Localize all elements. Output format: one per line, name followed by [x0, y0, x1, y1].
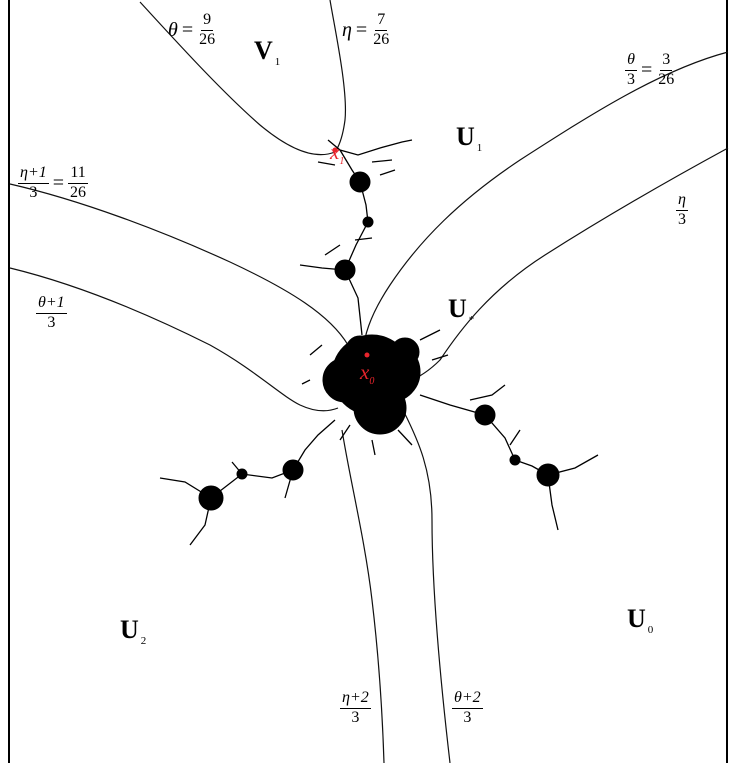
fraction-3-26: 3 26: [656, 51, 676, 89]
fraction-11-26: 11 26: [68, 164, 88, 202]
fraction-eta-plus-1-over-3: η+1 3: [18, 164, 49, 202]
point-x0-dot: [364, 352, 370, 358]
fraction-eta-plus-2-over-3: η+2 3: [340, 689, 371, 727]
point-x1-sub: 1: [339, 156, 345, 167]
label-theta-plus-2-over-3: θ+2 3: [452, 689, 483, 727]
equals-sign: =: [181, 19, 194, 42]
fraction-eta-over-3: η 3: [676, 191, 688, 229]
region-v1-letter: V: [254, 36, 273, 65]
fractal-upper-right-lobe: [390, 337, 420, 367]
point-x1-dot: [332, 147, 338, 153]
region-ustar-sub: *: [468, 314, 475, 326]
point-x0-sub: 0: [369, 376, 375, 387]
fraction-denominator: 3: [29, 183, 38, 201]
ray-eta-7-26: [329, 0, 347, 153]
ray-theta-9-26: [139, 1, 336, 156]
ray-theta-3-26: [363, 51, 729, 356]
fraction-denominator: 3: [627, 70, 635, 88]
region-label-ustar: U*: [448, 296, 474, 326]
label-theta-9-26: θ = 9 26: [168, 11, 217, 49]
mandelbrot-fractal: [159, 139, 599, 546]
region-v1-sub: 1: [274, 56, 281, 68]
region-u2-letter: U: [120, 615, 139, 644]
region-u0-letter: U: [627, 604, 646, 633]
fraction-denominator: 26: [373, 30, 390, 48]
fraction-theta-over-3: θ 3: [625, 51, 637, 89]
ray-theta-plus-1-over-3: [9, 267, 339, 412]
point-label-x1: x1: [330, 142, 344, 167]
label-eta1-11-26: η+1 3 = 11 26: [18, 164, 88, 202]
fraction-numerator: θ: [625, 51, 637, 71]
region-u1-letter: U: [456, 122, 475, 151]
region-u2-sub: 2: [140, 635, 147, 647]
fraction-denominator: 26: [199, 30, 216, 48]
fraction-numerator: 11: [68, 164, 88, 184]
fraction-9-26: 9 26: [197, 11, 217, 49]
label-eta-over-3: η 3: [676, 191, 688, 229]
ray-eta-plus-1-over-3: [9, 183, 356, 369]
fraction-theta-plus-2-over-3: θ+2 3: [452, 689, 483, 727]
label-eta-plus-2-over-3: η+2 3: [340, 689, 371, 727]
equals-sign: =: [641, 59, 653, 82]
fractal-filaments: [159, 139, 599, 546]
fractal-left-lobe: [322, 357, 368, 403]
marked-points: [332, 147, 370, 358]
fraction-theta-plus-1-over-3: θ+1 3: [36, 294, 67, 332]
ray-eta-plus-2-over-3: [341, 429, 385, 763]
region-u0-sub: 0: [647, 624, 654, 636]
point-x0-letter: x: [360, 360, 370, 384]
theta-symbol: θ: [168, 19, 178, 42]
point-label-x0: x0: [360, 362, 374, 387]
label-theta-plus-1-over-3: θ+1 3: [36, 294, 67, 332]
fraction-denominator: 3: [678, 210, 686, 228]
fraction-denominator: 3: [351, 708, 360, 726]
region-u1-sub: 1: [476, 142, 483, 154]
fraction-numerator: 9: [201, 11, 214, 31]
external-rays: [9, 0, 729, 763]
eta-symbol: η: [342, 19, 352, 42]
fraction-numerator: θ+1: [36, 294, 67, 314]
equals-sign: =: [52, 172, 65, 195]
fractal-bottom-lobe: [353, 381, 407, 435]
fraction-numerator: 3: [660, 51, 673, 71]
fraction-numerator: η+2: [340, 689, 371, 709]
fraction-numerator: η+1: [18, 164, 49, 184]
fraction-denominator: 3: [463, 708, 472, 726]
fraction-numerator: η: [676, 191, 688, 211]
label-theta3-3-26: θ 3 = 3 26: [625, 51, 676, 89]
fraction-numerator: θ+2: [452, 689, 483, 709]
fraction-7-26: 7 26: [371, 11, 391, 49]
fraction-numerator: 7: [375, 11, 388, 31]
point-x1-letter: x: [330, 140, 340, 164]
fraction-denominator: 26: [658, 70, 675, 88]
ray-eta-over-3: [397, 147, 729, 386]
fraction-denominator: 26: [70, 183, 87, 201]
label-eta-7-26: η = 7 26: [342, 11, 391, 49]
fraction-denominator: 3: [47, 313, 56, 331]
equals-sign: =: [355, 19, 368, 42]
ray-theta-plus-2-over-3: [403, 411, 451, 763]
region-ustar-letter: U: [448, 294, 467, 323]
